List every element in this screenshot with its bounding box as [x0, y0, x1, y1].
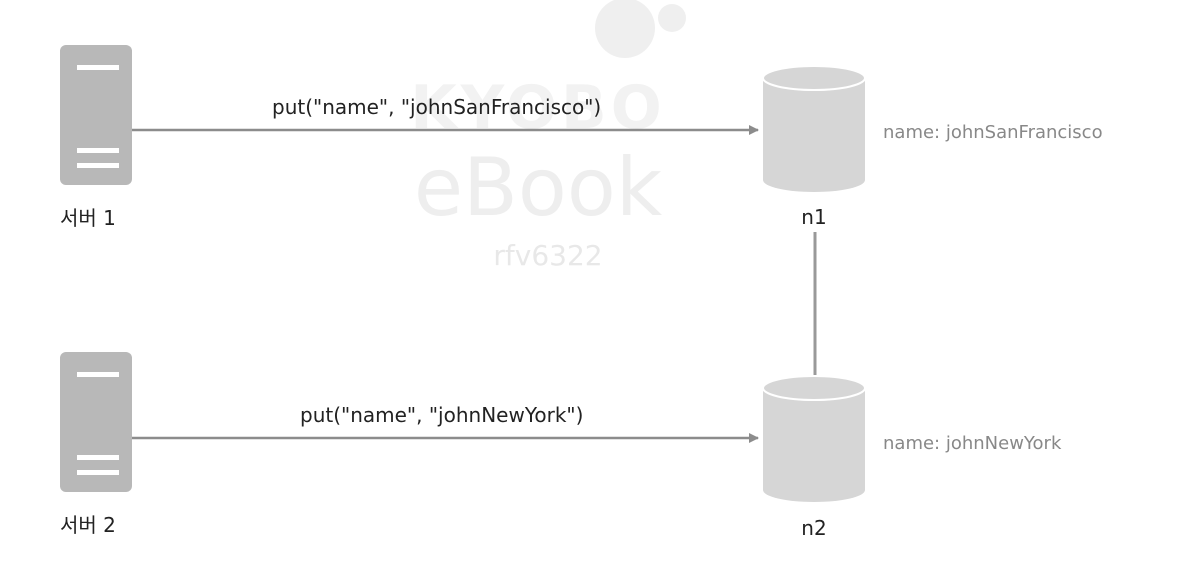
watermark-user-id: rfv6322 [493, 239, 602, 272]
node-n1: n1 name: johnSanFrancisco [762, 65, 1103, 229]
bird-logo-icon [595, 0, 686, 58]
watermark-product: eBook [414, 141, 663, 234]
node-n1-value: name: johnSanFrancisco [883, 122, 1103, 143]
server-2-label: 서버 2 [60, 513, 116, 537]
node-n1-label: n1 [801, 205, 826, 229]
server-icon [60, 352, 132, 492]
request-2-label: put("name", "johnNewYork") [300, 403, 583, 427]
server-2: 서버 2 [60, 352, 132, 537]
request-1-label: put("name", "johnSanFrancisco") [272, 95, 601, 119]
server-1-label: 서버 1 [60, 206, 116, 230]
server-1: 서버 1 [60, 45, 132, 230]
node-n2-label: n2 [801, 516, 826, 540]
database-icon [762, 375, 866, 502]
watermark: KYOBO eBook rfv6322 [410, 0, 686, 272]
server-icon [60, 45, 132, 185]
watermark-brand: KYOBO [410, 73, 666, 143]
database-icon [762, 65, 866, 192]
node-n2: n2 name: johnNewYork [762, 375, 1062, 540]
node-n2-value: name: johnNewYork [883, 433, 1062, 454]
